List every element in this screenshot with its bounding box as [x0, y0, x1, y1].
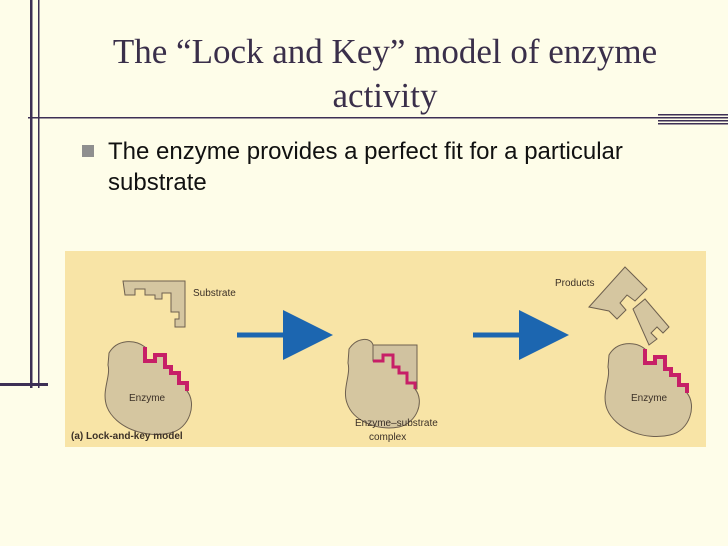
product-shape-2 — [632, 298, 670, 346]
active-site-complex — [373, 353, 417, 389]
left-accent-bar — [0, 0, 48, 388]
product-shape-1 — [588, 266, 648, 320]
complex-label-line1: Enzyme–substrate — [355, 418, 438, 429]
substrate-shape — [122, 280, 186, 328]
enzyme-shape-left — [104, 341, 192, 435]
lock-and-key-diagram: Substrate Enzyme Enzyme–substrate comple… — [65, 251, 706, 447]
enzyme-shape-right — [604, 343, 692, 437]
square-bullet-icon — [82, 145, 94, 157]
bullet-text: The enzyme provides a perfect fit for a … — [108, 138, 623, 196]
enzyme-label-left: Enzyme — [129, 393, 166, 404]
diagram-caption: (a) Lock-and-key model — [71, 431, 183, 442]
active-site-left — [143, 347, 189, 391]
complex-label-line2: complex — [369, 432, 406, 443]
active-site-right — [643, 349, 689, 393]
products-label: Products — [555, 278, 594, 289]
slide-title: The “Lock and Key” model of enzyme activ… — [112, 32, 658, 115]
substrate-label: Substrate — [193, 288, 236, 299]
enzyme-label-right: Enzyme — [631, 393, 668, 404]
